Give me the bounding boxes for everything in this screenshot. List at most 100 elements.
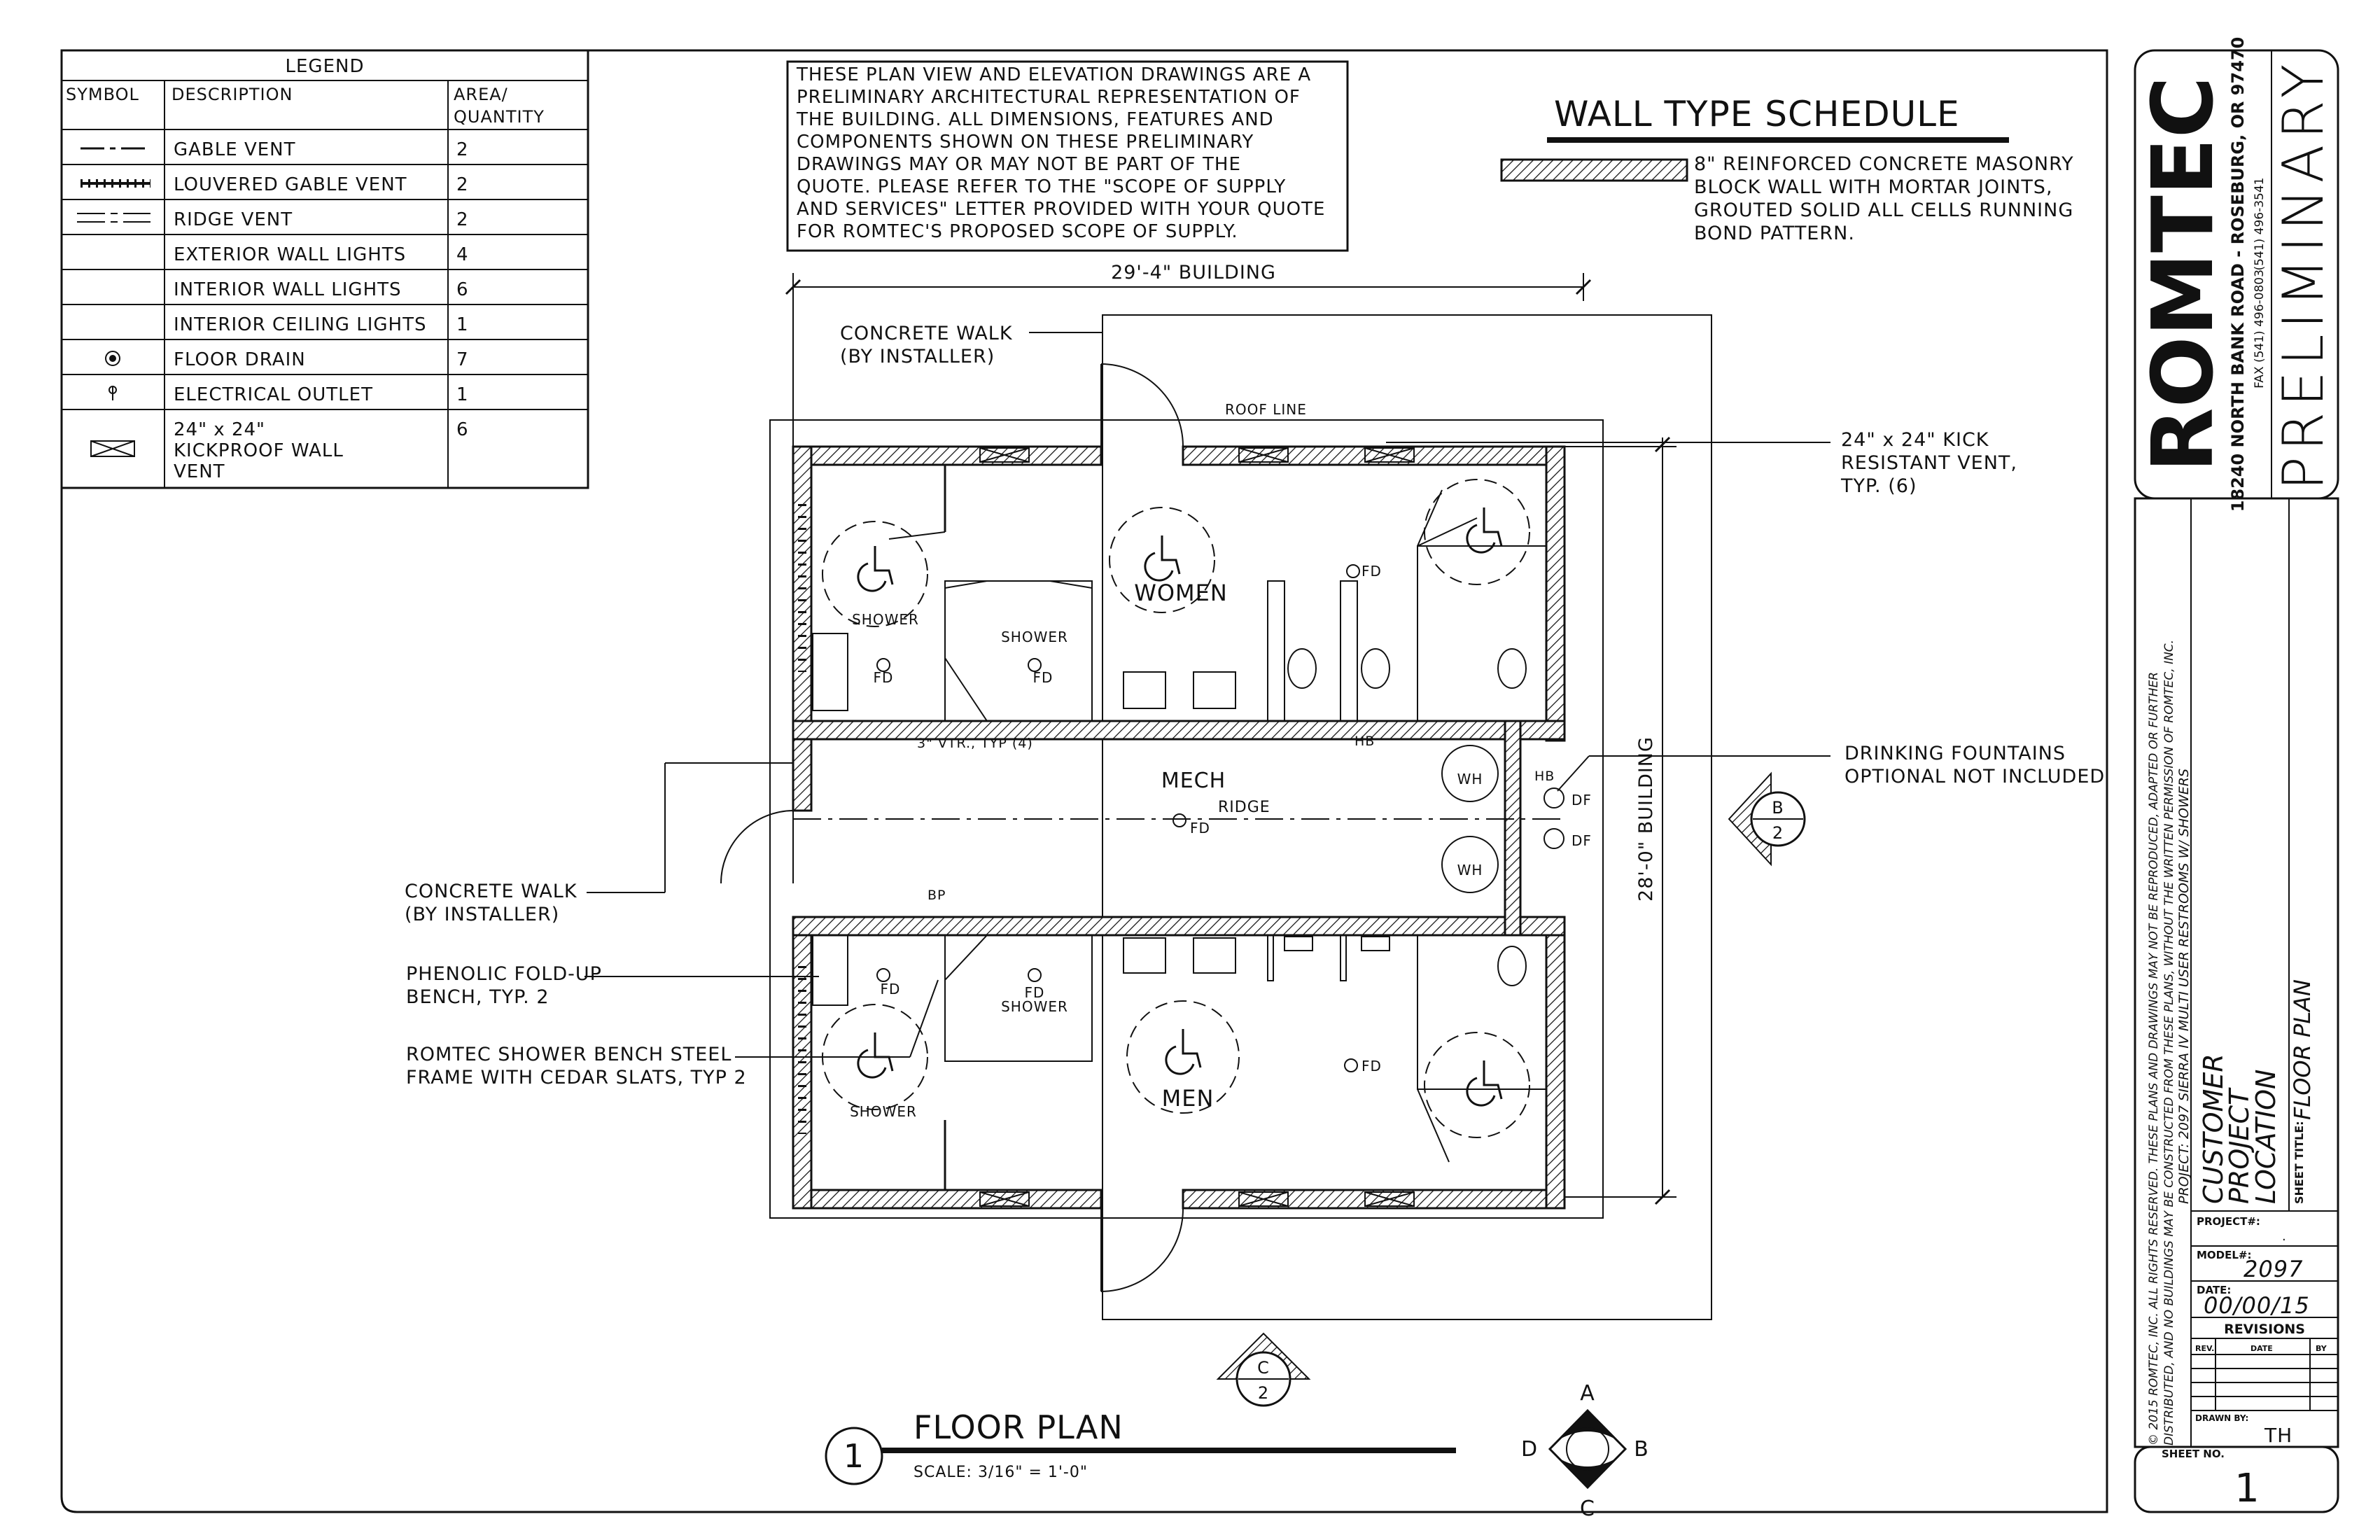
project-no-value: . bbox=[2282, 1229, 2286, 1244]
project-no-label: PROJECT#: bbox=[2197, 1215, 2260, 1228]
floor-plan: ROOF LINE bbox=[405, 262, 2105, 1407]
accessible-icon bbox=[1165, 1029, 1202, 1075]
legend-vent-line1: 24" x 24" bbox=[174, 419, 265, 440]
concrete-walk-outline bbox=[1102, 314, 1712, 1320]
rev-by-column: BY bbox=[2316, 1344, 2328, 1353]
disclaimer-line: COMPONENTS SHOWN ON THESE PRELIMINARY bbox=[797, 132, 1254, 153]
note-walk-top: CONCRETE WALK bbox=[840, 323, 1013, 344]
wall-schedule-line: BLOCK WALL WITH MORTAR JOINTS, bbox=[1694, 176, 2053, 198]
legend-row-qty: 4 bbox=[456, 244, 469, 265]
project-line: PROJECT: 2097 SIERRA IV MULTI USER RESTR… bbox=[2176, 769, 2192, 1204]
preliminary-stamp: PRELIMINARY bbox=[2271, 58, 2336, 490]
date-value: 00/00/15 bbox=[2204, 1292, 2310, 1319]
compass-a: A bbox=[1580, 1381, 1595, 1406]
fd-label: FD bbox=[1362, 1058, 1382, 1074]
drawing-scale: SCALE: 3/16" = 1'-0" bbox=[913, 1464, 1088, 1481]
section-b-letter: B bbox=[1772, 798, 1784, 818]
fd-label: FD bbox=[1025, 984, 1045, 1001]
company-address: 18240 NORTH BANK ROAD - ROSEBURG, OR 974… bbox=[2228, 37, 2248, 512]
electrical-outlet-symbol bbox=[108, 386, 117, 400]
sheet-title-label: SHEET TITLE: bbox=[2292, 1121, 2306, 1204]
title-block: ROMTEC 18240 NORTH BANK ROAD - ROSEBURG,… bbox=[2134, 37, 2339, 1513]
compass-c: C bbox=[1580, 1497, 1595, 1521]
fd-label: FD bbox=[874, 669, 894, 686]
disclaimer-line: PRELIMINARY ARCHITECTURAL REPRESENTATION… bbox=[797, 87, 1301, 108]
legend-row-qty: 2 bbox=[456, 209, 469, 230]
wall-schedule-title: WALL TYPE SCHEDULE bbox=[1554, 94, 1960, 134]
compass-d: D bbox=[1521, 1437, 1538, 1462]
note-fountains: OPTIONAL NOT INCLUDED bbox=[1844, 766, 2105, 788]
room-label-women: WOMEN bbox=[1134, 580, 1228, 606]
water-heaters: WH WH bbox=[1441, 745, 1564, 893]
disclaimer-line: QUOTE. PLEASE REFER TO THE "SCOPE OF SUP… bbox=[797, 176, 1286, 197]
disclaimer-line: THESE PLAN VIEW AND ELEVATION DRAWINGS A… bbox=[796, 64, 1311, 85]
location-label: LOCATION bbox=[2250, 1070, 2281, 1204]
room-label-mech: MECH bbox=[1161, 769, 1226, 793]
company-phone: (541) 496-3541 bbox=[2253, 178, 2267, 271]
kick-vents bbox=[798, 447, 1415, 1207]
compass-b: B bbox=[1634, 1437, 1649, 1462]
accessible-icon bbox=[1466, 507, 1503, 554]
note-bench: PHENOLIC FOLD-UP bbox=[406, 963, 602, 985]
legend-vent-qty: 6 bbox=[456, 419, 469, 440]
drawn-by-label: DRAWN BY: bbox=[2195, 1413, 2248, 1423]
revisions-title: REVISIONS bbox=[2224, 1322, 2305, 1337]
legend-row-qty: 6 bbox=[456, 279, 469, 300]
note-walk-top: (BY INSTALLER) bbox=[840, 346, 995, 368]
legend-vent-line3: VENT bbox=[174, 461, 225, 482]
copyright-line: © 2015 ROMTEC, INC. ALL RIGHTS RESERVED.… bbox=[2147, 672, 2161, 1446]
drinking-fountain-label: DF bbox=[1572, 792, 1592, 808]
roof-line bbox=[769, 419, 1604, 1219]
dimension-width: 29'-4" BUILDING bbox=[785, 262, 1592, 448]
note-walk-left: (BY INSTALLER) bbox=[405, 904, 559, 925]
wall-type-schedule: WALL TYPE SCHEDULE 8" REINFORCED CONCRET… bbox=[1500, 94, 2073, 244]
note-bench: BENCH, TYP. 2 bbox=[406, 986, 550, 1008]
section-marker-c: C 2 bbox=[1216, 1332, 1311, 1407]
project-label: PROJECT bbox=[2224, 1087, 2255, 1204]
ridge-vent-symbol bbox=[77, 213, 150, 223]
note-walk-left: CONCRETE WALK bbox=[405, 881, 578, 902]
legend-rows: GABLE VENT 2 LOUVERED GABLE VENT 2 RIDGE… bbox=[174, 139, 469, 482]
legend-table: LEGEND SYMBOL DESCRIPTION AREA/ QUANTITY bbox=[60, 49, 589, 489]
rev-date-column: DATE bbox=[2250, 1344, 2273, 1353]
fd-label: FD bbox=[881, 981, 901, 997]
disclaimer-line: AND SERVICES" LETTER PROVIDED WITH YOUR … bbox=[797, 199, 1325, 220]
fd-label: FD bbox=[1190, 820, 1210, 836]
floor-drain-symbol bbox=[105, 351, 120, 366]
room-label-men: MEN bbox=[1162, 1085, 1214, 1112]
model-value: 2097 bbox=[2244, 1256, 2303, 1282]
dimension-depth-label: 28'-0" BUILDING bbox=[1635, 736, 1657, 902]
date-label: DATE: bbox=[2197, 1284, 2231, 1296]
sheet-no-label: SHEET NO. bbox=[2162, 1448, 2225, 1460]
disclaimer-box: THESE PLAN VIEW AND ELEVATION DRAWINGS A… bbox=[786, 60, 1349, 252]
legend-row-description: EXTERIOR WALL LIGHTS bbox=[174, 244, 406, 265]
accessible-icon bbox=[857, 1032, 894, 1079]
legend-row-description: INTERIOR WALL LIGHTS bbox=[174, 279, 402, 300]
copyright-line: DISTRIBUTED, AND NO BUILDINGS MAY BE CON… bbox=[2162, 640, 2176, 1446]
legend-row-description: FLOOR DRAIN bbox=[174, 349, 306, 370]
legend-col-symbol: SYMBOL bbox=[66, 85, 139, 104]
drinking-fountain-label: DF bbox=[1572, 832, 1592, 849]
legend-row-qty: 1 bbox=[456, 314, 469, 335]
section-c-letter: C bbox=[1257, 1358, 1270, 1378]
vtr-label: 3" VTR., TYP (4) bbox=[917, 736, 1033, 751]
wall-type-swatch bbox=[1500, 158, 1688, 182]
floor-drains bbox=[876, 564, 1360, 1072]
roof-line-label: ROOF LINE bbox=[1225, 401, 1307, 418]
legend-row-qty: 2 bbox=[456, 174, 469, 195]
accessible-icon bbox=[857, 546, 894, 592]
backflow-label: BP bbox=[927, 888, 946, 903]
fd-label: FD bbox=[1362, 563, 1382, 580]
women-interior bbox=[812, 465, 1547, 722]
water-heater-label: WH bbox=[1457, 771, 1483, 788]
rev-column: REV. bbox=[2195, 1344, 2214, 1353]
drawn-by-value: TH bbox=[2264, 1424, 2292, 1447]
accessible-icon bbox=[1144, 536, 1181, 582]
legend-row-description: LOUVERED GABLE VENT bbox=[174, 174, 407, 195]
ridge-label: RIDGE bbox=[1218, 799, 1270, 816]
note-kick-vent: TYP. (6) bbox=[1840, 475, 1917, 497]
drawing-title: 1 FLOOR PLAN SCALE: 3/16" = 1'-0" bbox=[825, 1408, 1456, 1485]
legend-row-qty: 1 bbox=[456, 384, 469, 405]
note-kick-vent: 24" x 24" KICK bbox=[1841, 429, 1989, 451]
